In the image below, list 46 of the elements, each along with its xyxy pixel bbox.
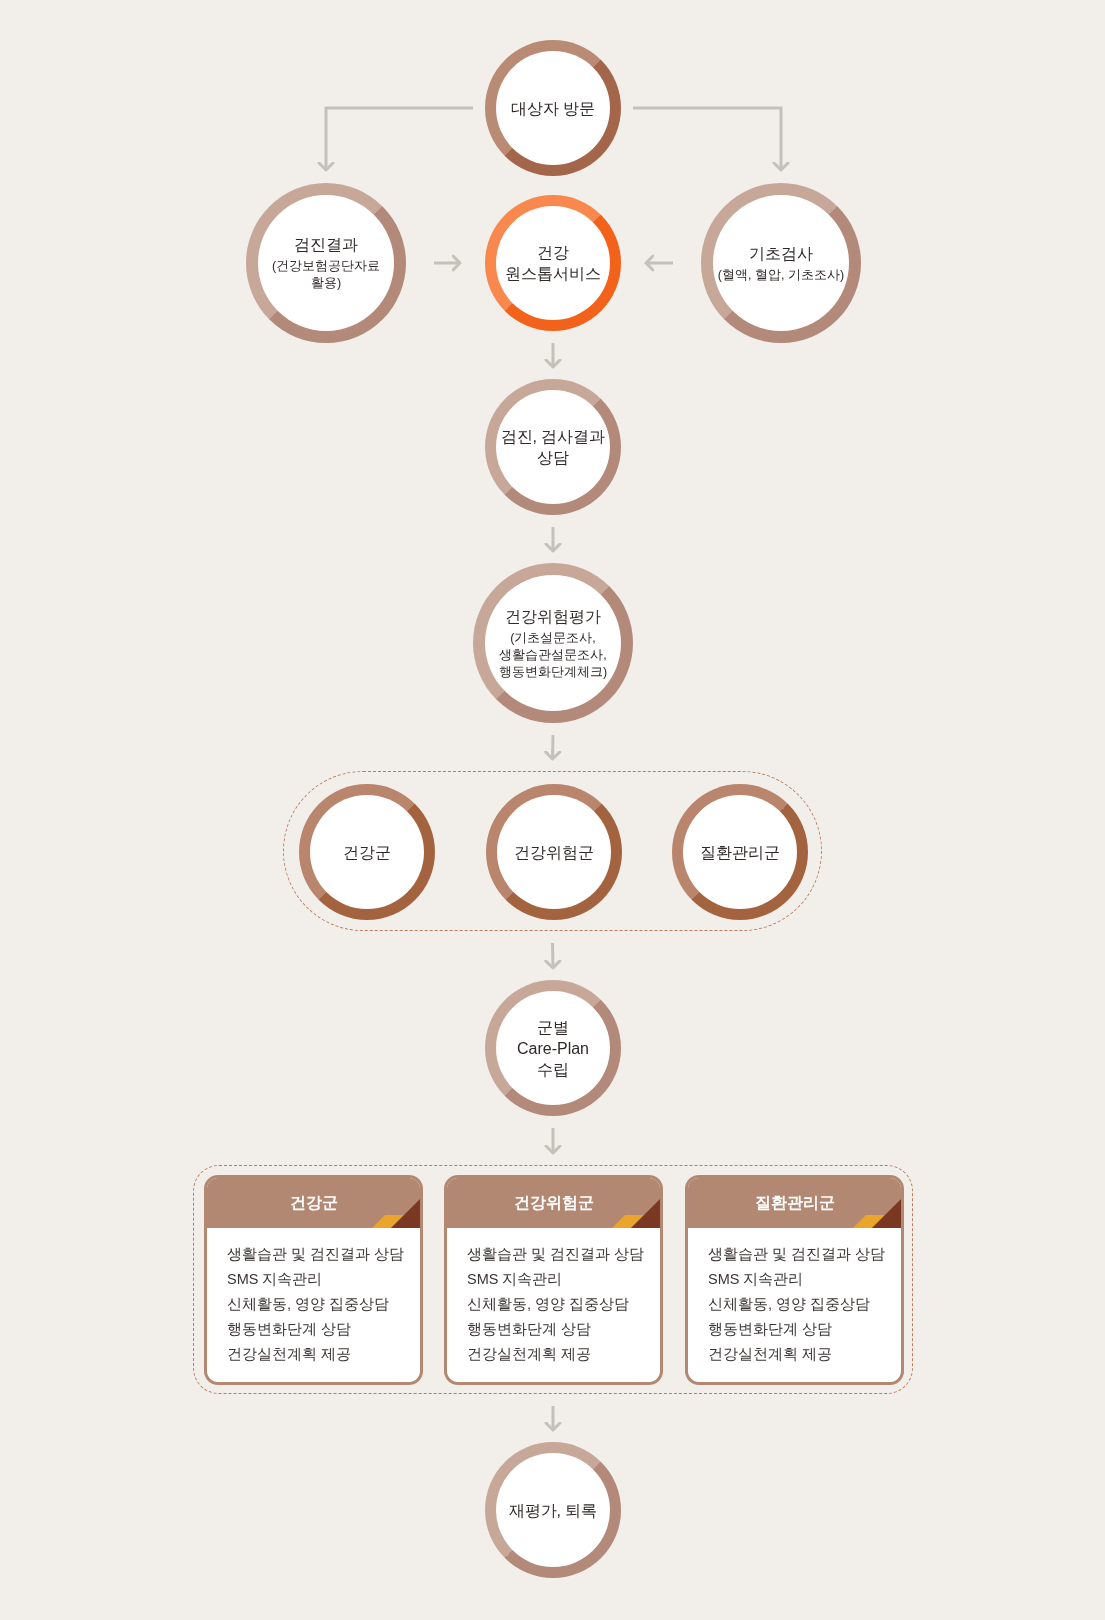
arrow	[633, 106, 790, 172]
node-title: 재평가, 퇴록	[507, 1500, 599, 1521]
service-item: 행동변화단계 상담	[467, 1320, 593, 1339]
service-card	[204, 1175, 423, 1385]
arrow	[544, 1128, 562, 1155]
node-title: 질환관리군	[699, 842, 781, 863]
node-subtitle: (기초설문조사, 생활습관설문조사, 행동변화단계체크)	[497, 629, 609, 681]
card-title: 질환관리군	[754, 1192, 835, 1213]
node-title: 건강위험평가	[504, 606, 602, 627]
service-item: SMS 지속관리	[467, 1270, 564, 1289]
node-title: 검진, 검사결과 상담	[499, 427, 607, 468]
card-title: 건강위험군	[513, 1192, 594, 1213]
dashed-group-outline	[193, 1165, 913, 1394]
arrow	[544, 1406, 562, 1432]
service-item: 행동변화단계 상담	[227, 1320, 353, 1339]
node-title: 건강군	[342, 842, 392, 863]
card-title: 건강군	[289, 1192, 338, 1213]
arrow	[317, 106, 473, 172]
node-title: 건강 원스톱서비스	[504, 243, 602, 284]
service-item: 행동변화단계 상담	[708, 1320, 834, 1339]
service-item: SMS 지속관리	[227, 1270, 324, 1289]
node-title: 군별 Care-Plan 수립	[516, 1017, 590, 1080]
service-item: 신체활동, 영양 집중상담	[467, 1295, 631, 1314]
arrow	[544, 527, 562, 553]
arrow	[644, 254, 673, 272]
node-subtitle: (건강보험공단자료 활용)	[270, 258, 382, 292]
service-item: 생활습관 및 검진결과 상담	[467, 1245, 646, 1264]
service-item: 신체활동, 영양 집중상담	[708, 1295, 872, 1314]
service-item: 건강실천계획 제공	[708, 1345, 834, 1364]
node-subtitle: (혈액, 혈압, 기초조사)	[716, 266, 846, 284]
service-item: 생활습관 및 검진결과 상담	[708, 1245, 887, 1264]
service-card	[444, 1175, 663, 1385]
service-item: 건강실천계획 제공	[467, 1345, 593, 1364]
node-title: 대상자 방문	[509, 98, 597, 119]
service-card	[685, 1175, 904, 1385]
arrow	[544, 343, 562, 369]
node-title: 건강위험군	[513, 842, 595, 863]
node-title: 기초검사	[748, 243, 814, 264]
arrow	[434, 254, 462, 272]
service-item: 생활습관 및 검진결과 상담	[227, 1245, 406, 1264]
arrow	[544, 942, 562, 970]
service-item: SMS 지속관리	[708, 1270, 805, 1289]
service-item: 신체활동, 영양 집중상담	[227, 1295, 391, 1314]
arrow	[544, 734, 562, 761]
node-title: 검진결과	[293, 235, 359, 255]
service-item: 건강실천계획 제공	[227, 1345, 353, 1364]
